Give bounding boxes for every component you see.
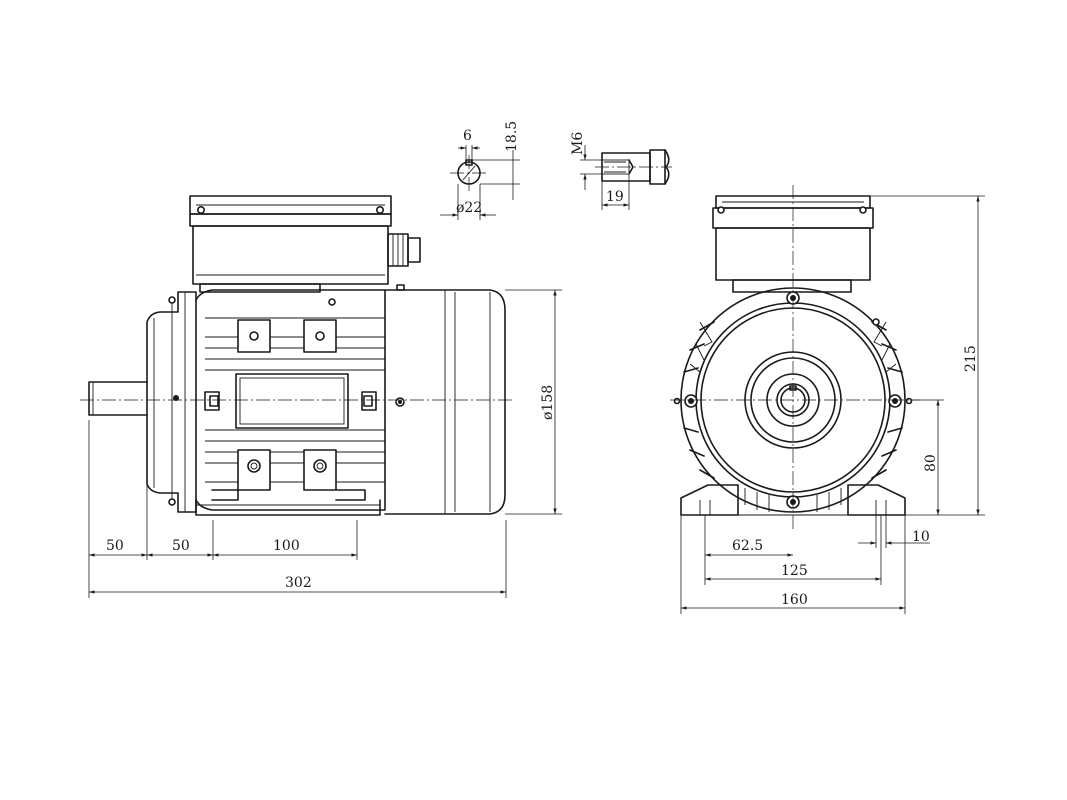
side-feet bbox=[195, 489, 381, 516]
dim-body-diameter: ø158 bbox=[540, 385, 556, 420]
dim-overall-height: 215 bbox=[963, 345, 979, 372]
side-dims: 50 50 100 302 ø158 bbox=[88, 289, 562, 598]
dim-shaft-extension: 50 bbox=[106, 538, 124, 554]
front-dims: 215 80 10 62.5 125 160 bbox=[680, 195, 985, 614]
dim-overall-length: 302 bbox=[285, 575, 312, 591]
side-view: 50 50 100 302 ø158 bbox=[80, 195, 562, 598]
dim-keyway-width: 6 bbox=[463, 128, 472, 144]
terminal-box bbox=[189, 195, 421, 293]
dim-shaft-to-foot: 50 bbox=[172, 538, 190, 554]
shaft-section-detail: 6 18.5 ø22 bbox=[440, 121, 520, 220]
dim-foot-width: 160 bbox=[781, 592, 808, 608]
dim-foot-hole-diameter: 10 bbox=[912, 529, 930, 545]
dim-shaft-diameter: ø22 bbox=[456, 200, 482, 216]
dim-shaft-center-height: 80 bbox=[923, 454, 939, 472]
front-end-shield bbox=[146, 291, 197, 513]
dim-center-thread: M6 bbox=[570, 132, 586, 155]
dim-key-height: 18.5 bbox=[504, 121, 520, 152]
dim-foot-hole-spacing-front: 125 bbox=[781, 563, 808, 579]
dim-half-hole-spacing: 62.5 bbox=[732, 538, 763, 554]
front-view: 215 80 10 62.5 125 160 bbox=[670, 185, 985, 614]
thread-detail: M6 19 bbox=[570, 132, 672, 210]
dim-thread-depth: 19 bbox=[606, 189, 624, 205]
dim-foot-hole-spacing-side: 100 bbox=[273, 538, 300, 554]
stator-body bbox=[168, 289, 386, 511]
shaft bbox=[88, 381, 148, 416]
fan-cover bbox=[384, 284, 506, 515]
